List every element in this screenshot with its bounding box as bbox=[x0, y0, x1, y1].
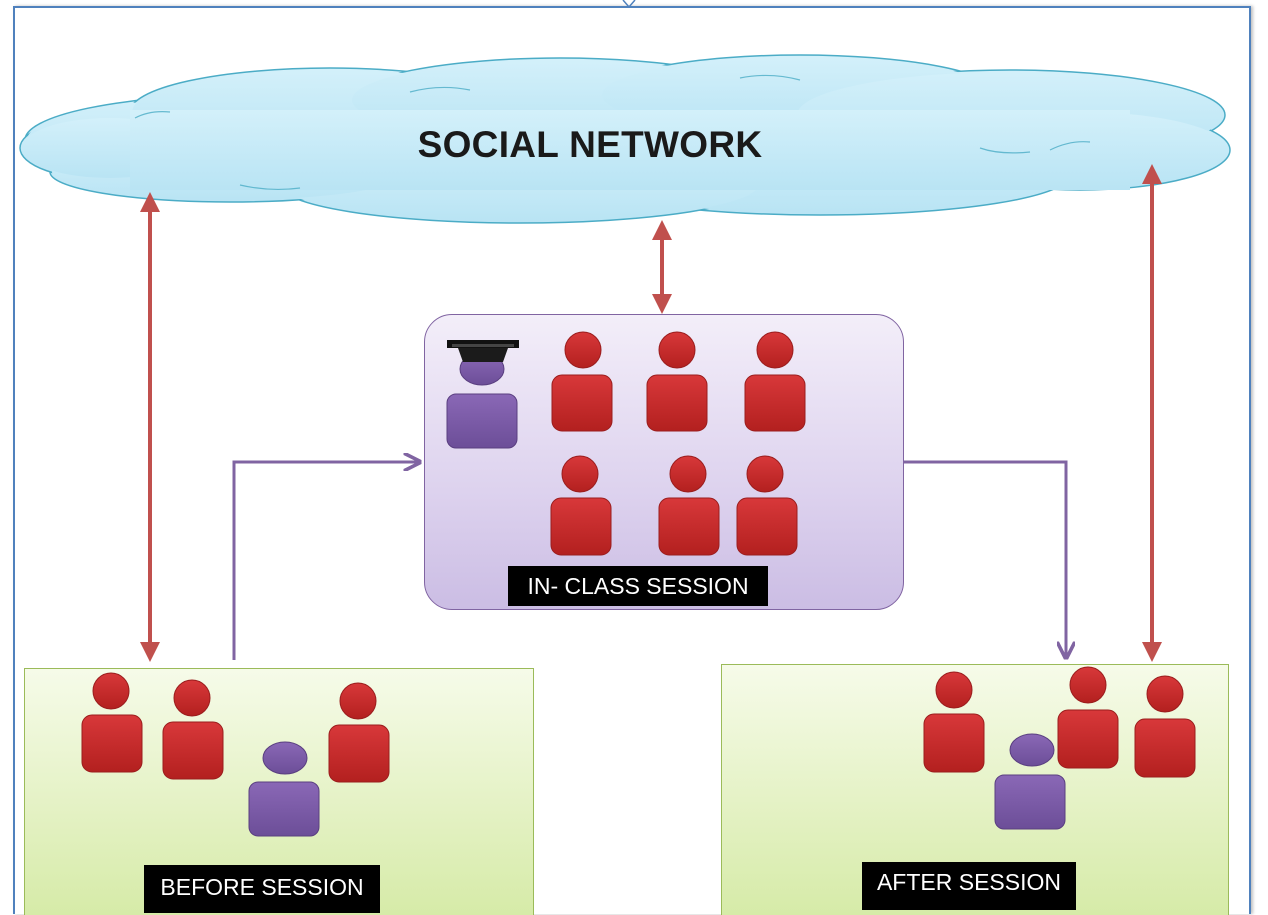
student-person-icon bbox=[1057, 666, 1119, 769]
student-person-icon bbox=[658, 455, 720, 556]
student-person-icon bbox=[162, 679, 224, 780]
after-session-teacher-icon bbox=[994, 733, 1066, 830]
after-session-label: AFTER SESSION bbox=[862, 862, 1076, 910]
student-person-icon bbox=[923, 671, 985, 773]
student-person-icon bbox=[81, 672, 143, 773]
diagram-frame bbox=[13, 6, 1251, 914]
student-person-icon bbox=[744, 331, 806, 432]
student-person-icon bbox=[550, 455, 612, 556]
after-session-students bbox=[923, 666, 1196, 778]
before-session-students bbox=[81, 672, 390, 783]
in-class-students bbox=[550, 331, 806, 556]
student-person-icon bbox=[1134, 675, 1196, 778]
frame-connector-icon bbox=[622, 0, 636, 9]
student-person-icon bbox=[328, 682, 390, 783]
before-session-teacher-icon bbox=[248, 741, 320, 837]
before-to-class-arrow bbox=[232, 462, 418, 660]
teacher-person-icon bbox=[446, 352, 518, 449]
before-session-label: BEFORE SESSION bbox=[144, 865, 380, 913]
graduation-cap-icon bbox=[447, 340, 519, 362]
student-person-icon bbox=[646, 331, 708, 432]
student-person-icon bbox=[551, 331, 613, 432]
in-class-session-label: IN- CLASS SESSION bbox=[508, 566, 768, 606]
cloud-title: SOCIAL NETWORK bbox=[417, 124, 763, 165]
class-to-after-arrow bbox=[904, 460, 1066, 656]
in-class-session-panel bbox=[424, 314, 904, 610]
student-person-icon bbox=[736, 455, 798, 556]
